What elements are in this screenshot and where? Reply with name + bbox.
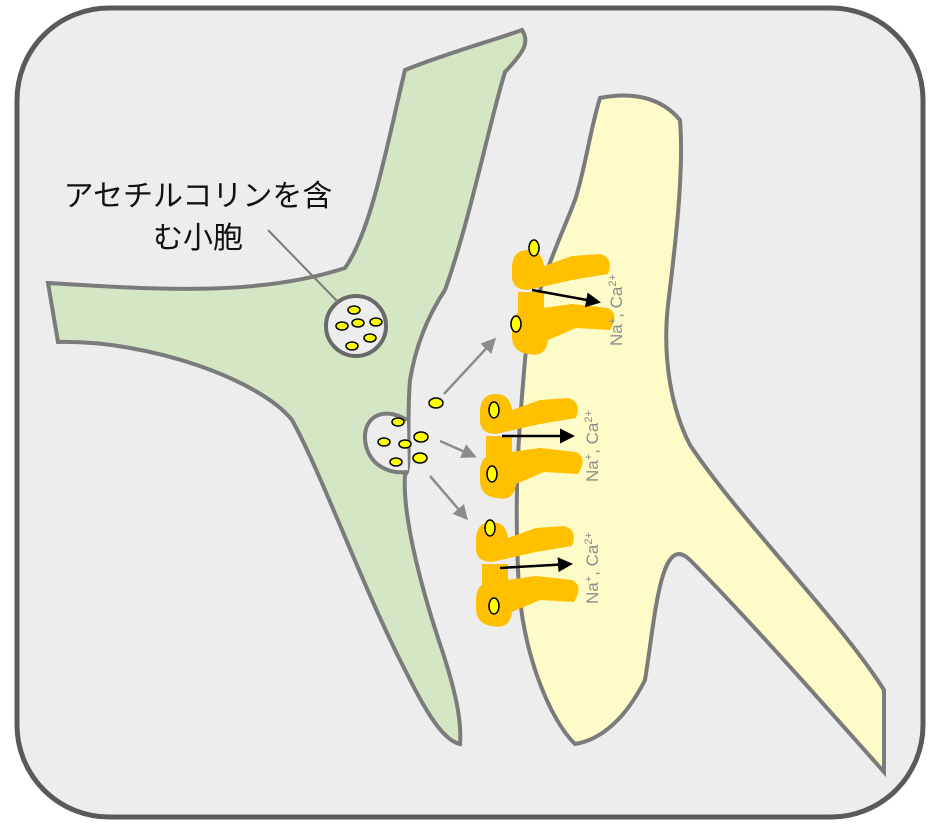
exocytosis-pocket (362, 411, 412, 475)
panel-frame (14, 5, 926, 820)
vesicle-label-line-1: アセチルコリンを含 (63, 179, 333, 214)
vesicle-label: アセチルコリンを含 む小胞 (58, 176, 338, 260)
vesicle-label-line-2: む小胞 (153, 221, 243, 256)
nicotinic-receptor-3 (476, 519, 579, 627)
presynaptic-neuron (45, 27, 528, 747)
ion-label-1: Na+, Ca2+ (607, 274, 626, 346)
released-acetylcholine (412, 397, 444, 464)
ion-label-2: Na+, Ca2+ (583, 410, 602, 482)
ion-label-3: Na+, Ca2+ (583, 532, 602, 604)
synaptic-vesicle (324, 294, 388, 358)
diffusion-arrow-down (429, 475, 468, 521)
nicotinic-receptor-1 (510, 239, 615, 355)
diffusion-arrow-up (443, 337, 497, 395)
label-leader-line (267, 229, 339, 303)
nicotinic-receptor-2 (480, 394, 583, 499)
diffusion-arrow-middle (439, 439, 477, 459)
